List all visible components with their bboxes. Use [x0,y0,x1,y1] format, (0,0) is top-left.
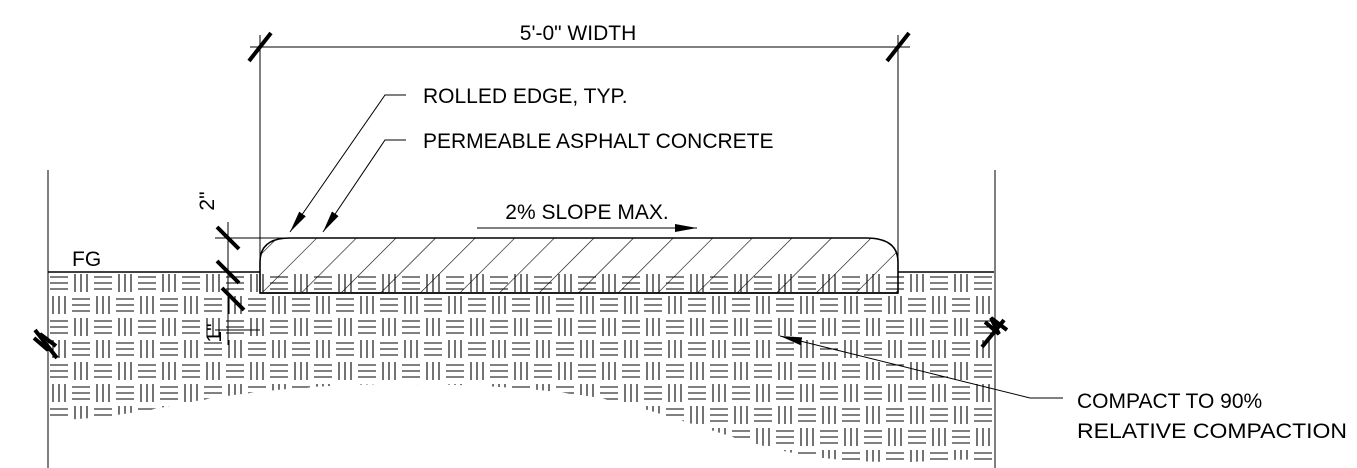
dim-two-inch-label: 2" [196,191,219,210]
paving-leader [322,139,406,233]
width-label: 5'-0" WIDTH [520,22,636,45]
break-tick-right [980,318,1006,349]
width-tick-left [247,31,273,63]
dim-one-inch-label: 1" [203,323,226,342]
width-tick-right [885,31,911,63]
paving-label: PERMEABLE ASPHALT CONCRETE [423,130,774,153]
slope-label: 2% SLOPE MAX. [505,201,668,224]
dim-tick-top [215,225,241,251]
dim-tick-mid [215,259,241,285]
rolled-edge-label: ROLLED EDGE, TYP. [423,85,628,108]
finish-grade-label: FG [72,248,101,271]
permeable-asphalt-section [259,237,899,294]
dim-tick-mid2 [220,286,246,312]
compaction-leader [779,335,1063,399]
break-tick-left [33,328,59,360]
compaction-label-line2: RELATIVE COMPACTION [1077,420,1347,443]
rolled-edge-leader [289,94,406,233]
compacted-subgrade [48,272,994,462]
compaction-label-line1: COMPACT TO 90% [1077,390,1262,413]
